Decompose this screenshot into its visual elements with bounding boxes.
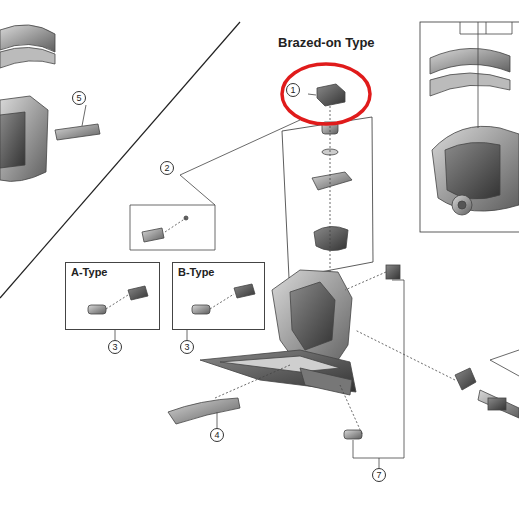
callout-number: 5 (72, 91, 86, 105)
callout-number: 4 (210, 428, 224, 442)
variant-title: Brazed-on Type (278, 35, 398, 50)
variant-title: B-Type (178, 266, 259, 278)
variant-heading: Brazed-on Type (278, 35, 398, 53)
callout-number: 3 (180, 340, 194, 354)
callout-number: 2 (160, 161, 174, 175)
callout-number: 7 (372, 468, 386, 482)
callout-number: 3 (108, 340, 122, 354)
variant-title: A-Type (71, 266, 154, 278)
callout-number: 1 (286, 83, 300, 97)
variant-box: B-Type (172, 262, 265, 330)
variant-box: A-Type (65, 262, 160, 330)
